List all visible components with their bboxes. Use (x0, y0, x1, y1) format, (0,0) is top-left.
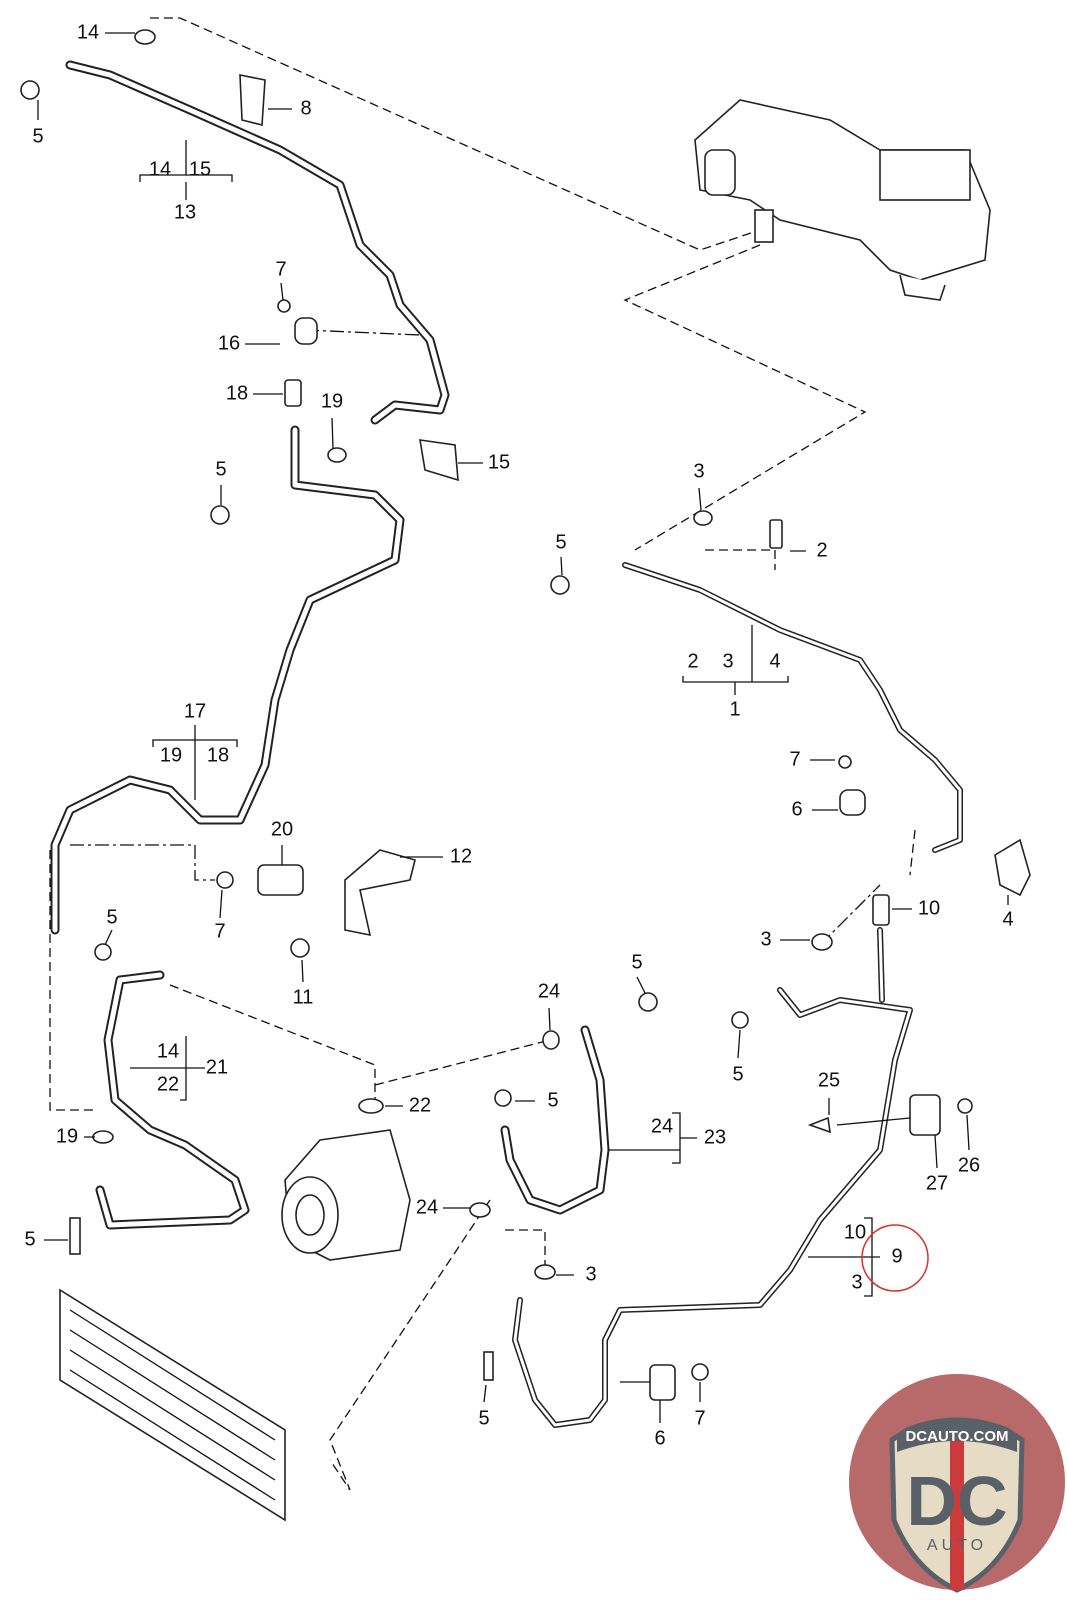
callout-label: 24 (538, 980, 560, 1002)
callout-label-highlighted: 9 (891, 1245, 902, 1267)
callout-label: 23 (704, 1126, 726, 1148)
callout-label: 5 (24, 1228, 35, 1250)
callout-label: 14 (157, 1040, 179, 1062)
components (20, 29, 1031, 1522)
callout-labels: 14 5 8 14 15 13 7 16 18 19 15 5 3 2 5 2 … (24, 21, 1013, 1449)
callout-label: 8 (300, 97, 311, 119)
callout-label: 2 (816, 539, 827, 561)
callout-label: 5 (478, 1407, 489, 1429)
logo-sub-text: AUTO (927, 1537, 987, 1554)
callout-label: 3 (760, 928, 771, 950)
callout-label: 7 (275, 258, 286, 280)
callout-label: 5 (106, 906, 117, 928)
callout-label: 16 (218, 332, 240, 354)
callout-label: 13 (174, 201, 196, 223)
callout-label: 3 (693, 460, 704, 482)
dcauto-logo: DCAUTO.COM DC AUTO (849, 1374, 1065, 1593)
callout-label: 7 (789, 748, 800, 770)
callout-label: 12 (450, 845, 472, 867)
hose-lines (50, 60, 963, 1428)
callout-label: 17 (184, 700, 206, 722)
callout-label: 3 (722, 650, 733, 672)
callout-label: 5 (631, 951, 642, 973)
leader-lines (37, 32, 1009, 1423)
callout-label: 3 (851, 1271, 862, 1293)
callout-label: 19 (56, 1125, 78, 1147)
evaporator-housing (694, 99, 991, 281)
callout-label: 3 (585, 1263, 596, 1285)
callout-label: 5 (732, 1063, 743, 1085)
callout-label: 14 (149, 158, 171, 180)
callout-label: 24 (416, 1196, 438, 1218)
callout-label: 5 (215, 458, 226, 480)
callout-label: 18 (207, 744, 229, 766)
callout-label: 6 (654, 1427, 665, 1449)
callout-label: 27 (926, 1172, 948, 1194)
callout-label: 5 (547, 1089, 558, 1111)
callout-label: 18 (226, 382, 248, 404)
callout-label: 5 (555, 531, 566, 553)
condenser (59, 1288, 286, 1522)
logo-site-text: DCAUTO.COM (905, 1428, 1008, 1445)
reference-lines (49, 17, 916, 1491)
callout-label: 22 (409, 1094, 431, 1116)
callout-label: 25 (818, 1069, 840, 1091)
logo-mark-text: DC (906, 1462, 1007, 1540)
callout-label: 14 (77, 21, 99, 43)
callout-label: 20 (271, 818, 293, 840)
compressor (281, 1129, 411, 1261)
callout-label: 19 (321, 390, 343, 412)
callout-label: 15 (488, 451, 510, 473)
callout-label: 24 (651, 1115, 673, 1137)
callout-label: 19 (160, 744, 182, 766)
highlight-circle (861, 1224, 929, 1292)
callout-label: 26 (958, 1154, 980, 1176)
callout-label: 6 (791, 798, 802, 820)
callout-label: 5 (32, 125, 43, 147)
callout-label: 4 (769, 650, 780, 672)
callout-label: 11 (293, 986, 314, 1008)
callout-label: 22 (157, 1073, 179, 1095)
callout-label: 7 (694, 1407, 705, 1429)
callout-label: 10 (918, 897, 940, 919)
callout-label: 2 (687, 650, 698, 672)
callout-label: 15 (189, 158, 211, 180)
callout-label: 4 (1002, 908, 1013, 930)
callout-label: 7 (214, 920, 225, 942)
callout-label: 10 (844, 1221, 866, 1243)
callout-label: 21 (206, 1056, 228, 1078)
callout-label: 1 (729, 698, 740, 720)
